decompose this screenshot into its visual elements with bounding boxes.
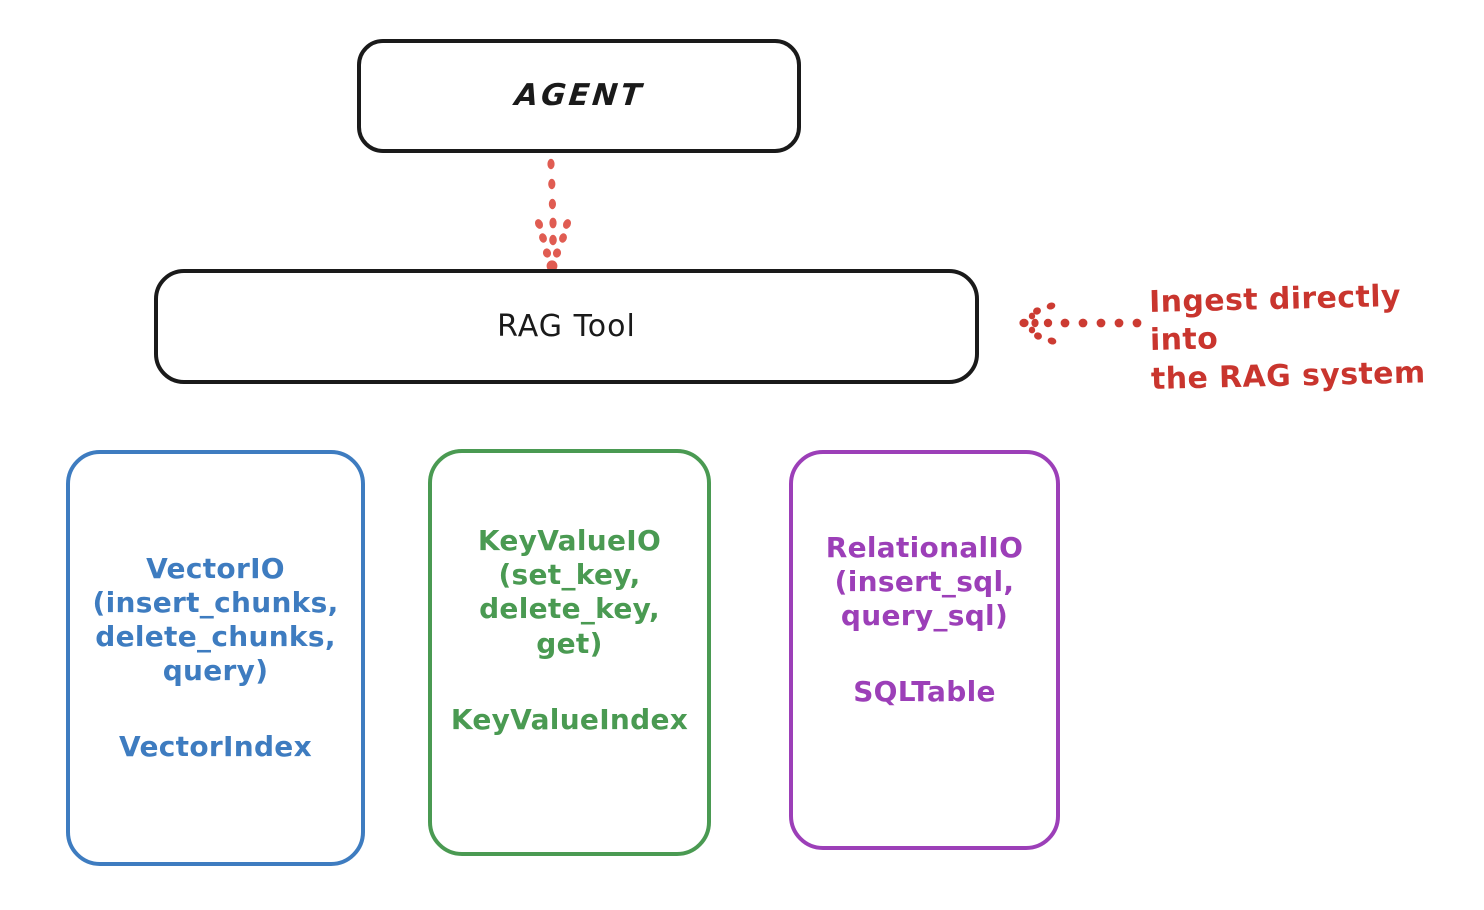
node-vector-io-title: VectorIO (insert_chunks, delete_chunks, … xyxy=(92,551,339,688)
node-agent-label: AGENT xyxy=(512,78,646,113)
node-key-value-io-content: KeyValueIO (set_key, delete_key, get) Ke… xyxy=(442,524,697,737)
node-key-value-io-index: KeyValueIndex xyxy=(450,702,689,736)
node-relational-io-content: RelationalIO (insert_sql, query_sql) SQL… xyxy=(826,531,1024,710)
node-agent[interactable]: AGENT xyxy=(357,39,801,153)
node-vector-io-content: VectorIO (insert_chunks, delete_chunks, … xyxy=(93,552,339,765)
node-rag-tool-label: RAG Tool xyxy=(497,308,636,344)
node-rag-tool[interactable]: RAG Tool xyxy=(154,269,979,384)
connector-ingest-arrow xyxy=(1019,302,1142,345)
node-vector-io[interactable]: VectorIO (insert_chunks, delete_chunks, … xyxy=(66,450,365,866)
node-relational-io-index: SQLTable xyxy=(853,675,996,709)
node-vector-io-index: VectorIndex xyxy=(119,730,312,764)
node-key-value-io[interactable]: KeyValueIO (set_key, delete_key, get) Ke… xyxy=(428,449,711,856)
node-key-value-io-title: KeyValueIO (set_key, delete_key, get) xyxy=(477,524,662,660)
connector-agent-to-rag-tool xyxy=(534,158,572,272)
node-relational-io[interactable]: RelationalIO (insert_sql, query_sql) SQL… xyxy=(789,450,1060,850)
annotation-ingest-directly: Ingest directly into the RAG system xyxy=(1148,278,1427,397)
node-relational-io-title: RelationalIO (insert_sql, query_sql) xyxy=(825,530,1024,632)
